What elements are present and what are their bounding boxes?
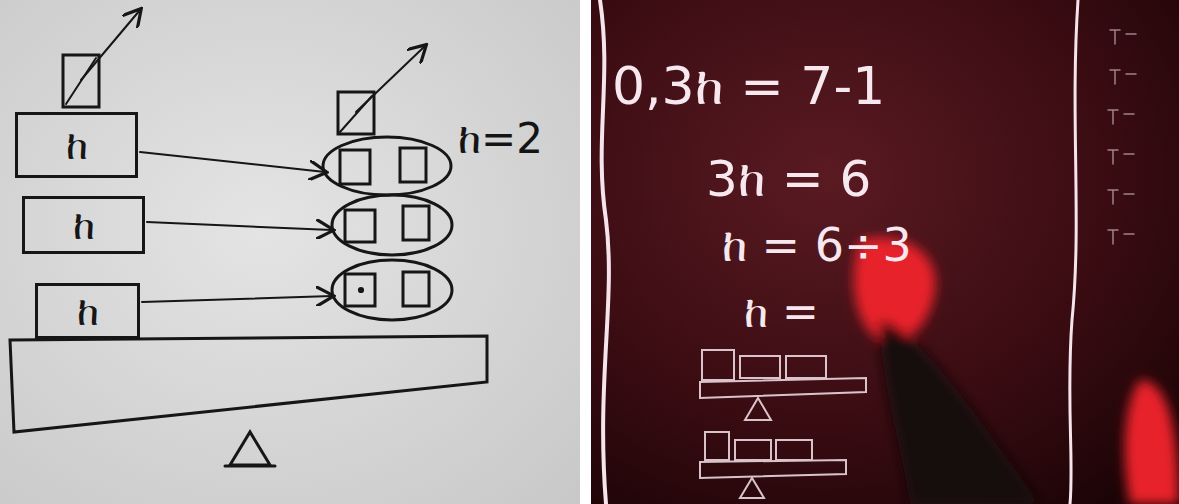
variable-letter: ከ [77, 289, 99, 333]
unknown-box: ከ [15, 112, 138, 178]
unknown-box: ከ [22, 196, 145, 254]
chalk-lines [600, 0, 1136, 504]
paper-ground [0, 0, 580, 504]
solution-note: ከ=2 [458, 116, 543, 162]
balance-sketch [10, 10, 487, 466]
chalk-equation: ከ = 6÷3 [722, 220, 912, 271]
hand [854, 237, 1179, 504]
chalk-equation: 0,3ከ = 7-1 [612, 58, 885, 115]
chalk-equation: 3ከ = 6 [706, 152, 871, 207]
unknown-box: ከ [35, 283, 140, 339]
variable-letter: ከ [73, 203, 95, 247]
chalkboard [591, 0, 1179, 504]
chalk-equation: ከ = [744, 288, 819, 336]
variable-letter: ከ [66, 123, 88, 167]
